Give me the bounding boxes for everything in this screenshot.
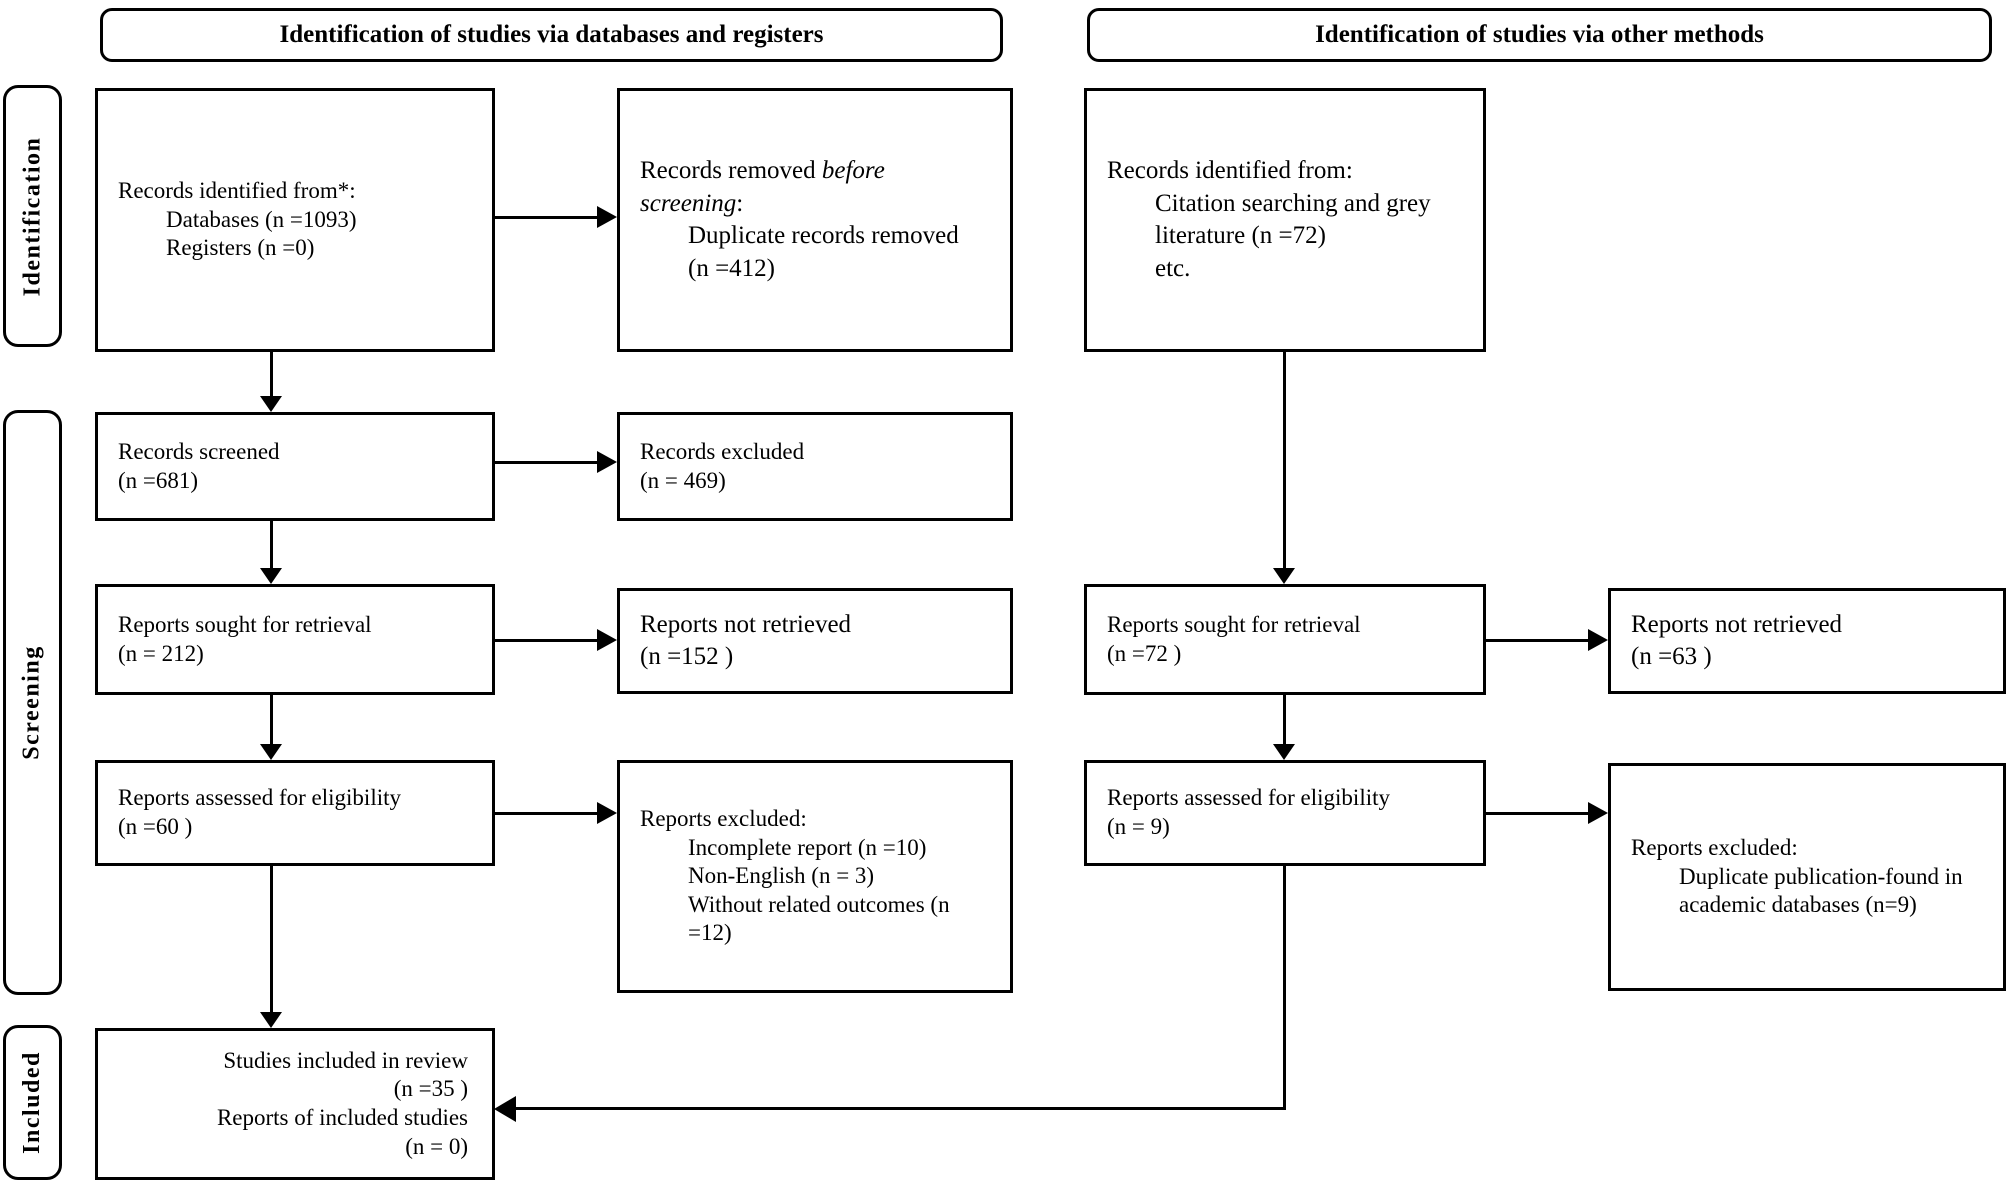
arrow-assessed-other-to-included-horizontal [516,1107,1286,1110]
box-reports-sought-other: Reports sought for retrieval (n =72 ) [1084,584,1486,695]
arrow-assessed-to-excluded-other-shaft [1486,812,1588,815]
arrow-sought-to-notretrieved-db-shaft [495,639,597,642]
box-records-excluded: Records excluded (n = 469) [617,412,1013,521]
box-records-screened: Records screened (n =681) [95,412,495,521]
box-line: etc. [1155,254,1191,282]
box-reports-assessed-databases: Reports assessed for eligibility (n =60 ) [95,760,495,866]
arrow-down-icon [260,744,282,760]
box-line: Records excluded [640,438,805,464]
box-reports-assessed-other: Reports assessed for eligibility (n = 9) [1084,760,1486,866]
arrow-right-icon [597,206,617,228]
arrow-right-icon [597,802,617,824]
box-line: (n =35 ) [393,1076,468,1102]
box-line: (n = 9) [1107,814,1170,839]
box-line: Reports sought for retrieval [1107,611,1361,637]
box-line: (n =72 ) [1107,640,1182,666]
box-line: Incomplete report (n =10) [688,834,927,860]
arrow-identified-to-removed-shaft [495,216,597,219]
box-line: Without related outcomes (n [688,891,950,917]
stage-label-screening: Screening [3,410,62,995]
arrow-right-icon [597,629,617,651]
header-databases-registers-label: Identification of studies via databases … [279,21,824,48]
arrow-right-icon [1588,802,1608,824]
box-line: Non-English (n = 3) [688,863,875,889]
box-line: (n = 212) [118,640,204,666]
box-reports-not-retrieved-other: Reports not retrieved (n =63 ) [1608,588,2006,694]
box-line: Databases (n =1093) [166,206,357,232]
arrow-sought-to-assessed-db-shaft [270,695,273,746]
box-records-identified-databases: Records identified from*:Databases (n =1… [95,88,495,352]
box-line: (n =60 ) [118,814,193,839]
box-line: Records screened [118,438,280,464]
header-databases-registers: Identification of studies via databases … [100,8,1003,62]
box-line: (n =152 ) [640,643,734,670]
box-line: Reports assessed for eligibility [118,785,401,811]
box-line: Records identified from: [1107,157,1353,184]
box-records-removed-before-screening: Records removed before screening: Duplicat… [617,88,1013,352]
stage-label-included-text: Included [19,1051,46,1154]
box-line: Reports excluded: [640,806,807,832]
arrow-down-icon [260,396,282,412]
header-other-methods: Identification of studies via other meth… [1087,8,1992,62]
box-line: Duplicate records removed [688,222,959,249]
box-line: (n = 0) [405,1133,468,1159]
arrow-right-icon [1588,629,1608,651]
arrow-down-icon [260,1012,282,1028]
box-line: Records removed before [640,157,885,184]
box-line: Reports assessed for eligibility [1107,785,1390,811]
box-line: Citation searching and grey [1155,189,1431,217]
arrow-screened-to-sought-shaft [270,521,273,570]
box-line: Reports not retrieved [640,610,852,638]
box-line: (n =63 ) [1631,643,1712,670]
header-other-methods-label: Identification of studies via other meth… [1315,21,1764,48]
arrow-assessed-to-excluded-db-shaft [495,812,597,815]
box-line: Reports of included studies [216,1105,468,1130]
arrow-sought-to-notretrieved-other-shaft [1486,639,1588,642]
box-line: Reports sought for retrieval [118,611,372,637]
box-line: Reports not retrieved [1631,610,1843,638]
box-line: (n =681) [118,467,199,493]
box-reports-sought-databases: Reports sought for retrieval (n = 212) [95,584,495,695]
box-line: =12) [688,920,732,946]
box-line: (n =412) [688,254,775,282]
box-line: Duplicate publication-found in [1679,863,1963,889]
arrow-down-icon [260,568,282,584]
box-line: literature (n =72) [1155,222,1326,249]
arrow-assessed-other-to-included-vertical [1283,866,1286,1110]
arrow-left-icon [494,1096,516,1122]
box-line: Reports excluded: [1631,835,1798,861]
stage-label-identification: Identification [3,85,62,347]
arrow-down-icon [1273,568,1295,584]
box-reports-not-retrieved-databases: Reports not retrieved (n =152 ) [617,588,1013,694]
arrow-right-icon [597,451,617,473]
box-line: Records identified from*: [118,178,356,204]
stage-label-identification-text: Identification [19,136,46,296]
box-line: (n = 469) [640,467,726,493]
box-line: academic databases (n=9) [1679,892,1917,918]
box-reports-excluded-databases: Reports excluded:Incomplete report (n =1… [617,760,1013,993]
stage-label-included: Included [3,1025,62,1180]
arrow-screened-to-excluded-shaft [495,461,597,464]
box-line: Registers (n =0) [166,235,315,261]
arrow-assessed-to-included-shaft [270,866,273,1014]
arrow-sought-to-assessed-other-shaft [1283,695,1286,746]
arrow-identified-to-screened-shaft [270,352,273,398]
arrow-down-icon [1273,744,1295,760]
arrow-identified-to-sought-other-shaft [1283,352,1286,570]
box-line: screening: [640,189,744,217]
box-line: Studies included in review [223,1047,468,1073]
box-reports-excluded-other: Reports excluded:Duplicate publication-f… [1608,763,2006,991]
box-studies-included: Studies included in review (n =35 ) Report… [95,1028,495,1180]
box-records-identified-other-methods: Records identified from: Citation searchi… [1084,88,1486,352]
stage-label-screening-text: Screening [19,645,46,760]
